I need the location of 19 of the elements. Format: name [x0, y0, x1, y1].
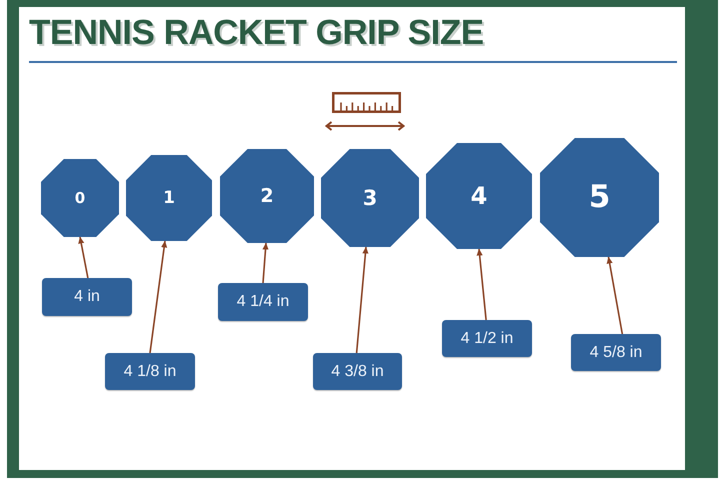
- size-number: 3: [362, 188, 378, 208]
- size-number: 5: [588, 182, 610, 213]
- size-label: 4 3/8 in: [313, 353, 402, 390]
- size-label: 4 1/8 in: [105, 353, 195, 390]
- title: TENNIS RACKET GRIP SIZE: [29, 13, 484, 53]
- size-label: 4 1/2 in: [442, 320, 532, 357]
- size-label: 4 in: [42, 278, 132, 316]
- arrow: [356, 246, 368, 354]
- size-number: 0: [74, 190, 86, 206]
- size-number: 4: [470, 184, 488, 208]
- arrow: [606, 256, 624, 334]
- arrow: [262, 242, 269, 284]
- arrow: [78, 236, 89, 278]
- size-label: 4 5/8 in: [571, 334, 661, 371]
- size-number: 1: [163, 190, 175, 206]
- arrow: [476, 248, 487, 320]
- size-number: 2: [260, 186, 274, 206]
- arrow: [149, 240, 168, 354]
- size-label: 4 1/4 in: [218, 283, 308, 321]
